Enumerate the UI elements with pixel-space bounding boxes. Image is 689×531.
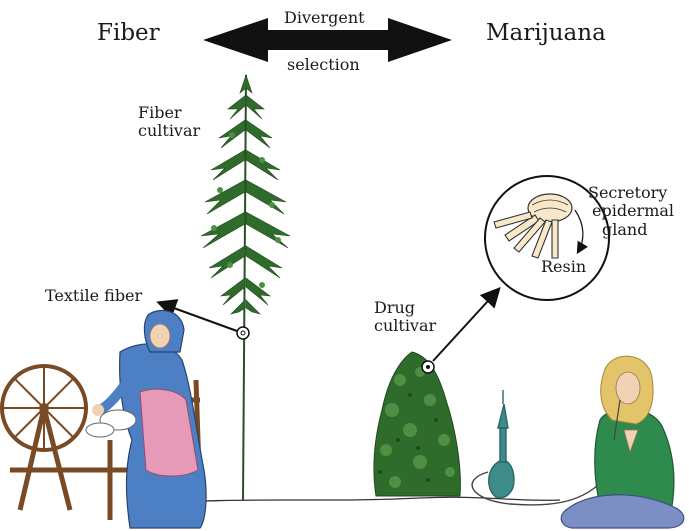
drug-cultivar-label: Drug cultivar (374, 299, 436, 336)
fiber-heading: Fiber (97, 20, 160, 46)
spinning-woman-figure (2, 310, 206, 528)
hookah-smoker-figure (472, 356, 684, 528)
textile-fiber-label: Textile fiber (45, 287, 142, 305)
arrow-label-top: Divergent (284, 9, 365, 27)
marijuana-heading: Marijuana (486, 20, 606, 46)
arrow-label-bottom: selection (287, 56, 360, 74)
drug-cultivar-plant (374, 352, 460, 496)
fiber-cultivar-plant (201, 75, 290, 500)
fiber-cultivar-label: Fiber cultivar (138, 104, 200, 141)
gland-label: Secretory epidermal gland (588, 184, 674, 239)
ground-line (150, 497, 560, 505)
stem-section-marker (237, 327, 249, 339)
gland-zoom-arrow (433, 290, 498, 361)
resin-label: Resin (541, 258, 586, 276)
